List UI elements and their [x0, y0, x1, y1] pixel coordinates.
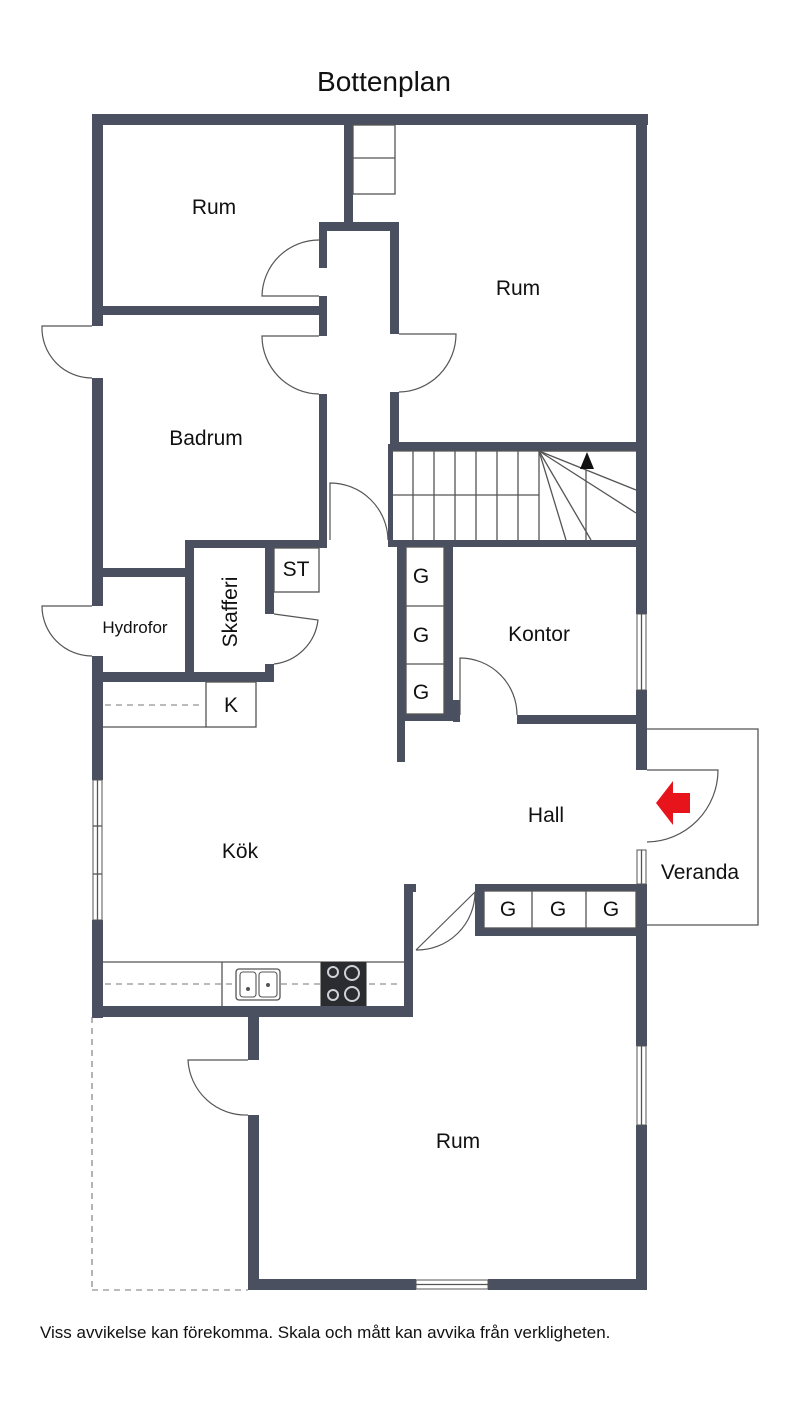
- closet-column: [405, 546, 445, 715]
- st-box: [273, 547, 320, 593]
- closet-label: G: [550, 898, 566, 921]
- sink-icon: [235, 968, 281, 1001]
- room-label-hydrofor: Hydrofor: [102, 618, 168, 637]
- closet-label: G: [500, 898, 516, 921]
- upper-closet: [352, 124, 396, 195]
- plan-title: Bottenplan: [317, 66, 451, 97]
- room-label-skafferi: Skafferi: [219, 577, 242, 648]
- closet-label: G: [603, 898, 619, 921]
- closet-label: G: [413, 624, 429, 647]
- room-label-rum: Rum: [436, 1130, 480, 1153]
- closet-row: [483, 890, 637, 929]
- outdoor-area-outline: [91, 1017, 248, 1291]
- veranda-outline: [647, 728, 759, 926]
- walls: [92, 114, 648, 1290]
- room-label-kok: Kök: [222, 840, 259, 863]
- room-label-kontor: Kontor: [508, 623, 570, 646]
- windows: [92, 613, 647, 1290]
- doors: [41, 239, 719, 1116]
- entrance-arrow-icon: [656, 781, 690, 825]
- staircase: [393, 450, 637, 541]
- closet-label: G: [413, 681, 429, 704]
- room-label-badrum: Badrum: [169, 427, 243, 450]
- closet-label: G: [413, 565, 429, 588]
- stove-icon: [321, 962, 366, 1006]
- stair-arrow-icon: [580, 452, 594, 469]
- room-label-veranda: Veranda: [661, 861, 740, 884]
- room-label-rum: Rum: [496, 277, 540, 300]
- disclaimer: Viss avvikelse kan förekomma. Skala och …: [40, 1323, 610, 1342]
- room-label-rum: Rum: [192, 196, 236, 219]
- room-label-st: ST: [283, 558, 310, 581]
- room-label-k: K: [224, 694, 238, 717]
- room-label-hall: Hall: [528, 804, 564, 827]
- k-box: [205, 681, 257, 728]
